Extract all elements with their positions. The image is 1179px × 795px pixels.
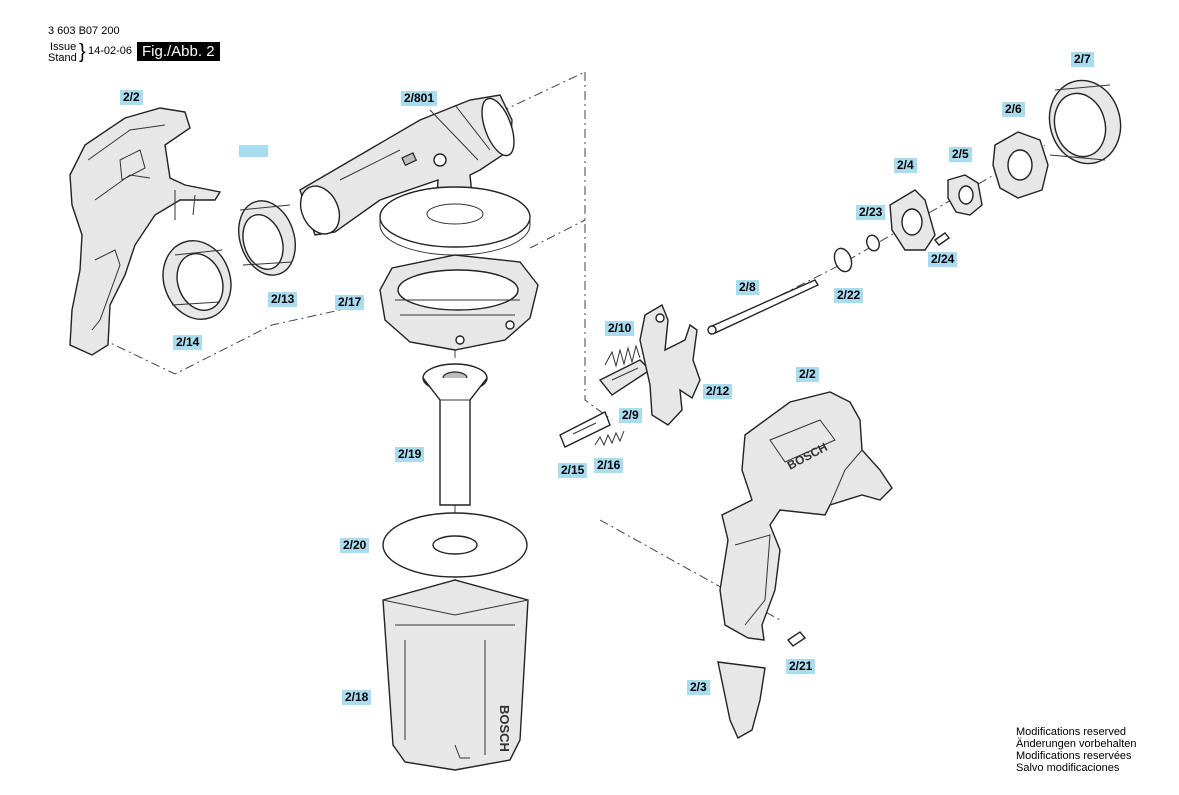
air-cap-plate bbox=[889, 189, 936, 251]
callout-2-3[interactable]: 2/3 bbox=[687, 680, 710, 695]
air-cap bbox=[992, 131, 1049, 199]
ring-part-13 bbox=[238, 200, 296, 276]
notice-fr: Modifications reservées bbox=[1016, 750, 1132, 762]
handle-right-half bbox=[719, 391, 893, 641]
callout-2-12[interactable]: 2/12 bbox=[703, 384, 733, 399]
callout-2-21[interactable]: 2/21 bbox=[786, 659, 816, 674]
callout-2-15[interactable]: 2/15 bbox=[558, 463, 588, 478]
gasket-disc bbox=[382, 512, 528, 578]
stand-label: Stand bbox=[48, 52, 77, 64]
trigger bbox=[639, 303, 701, 426]
callout-2-17[interactable]: 2/17 bbox=[335, 295, 365, 310]
callout-2-6[interactable]: 2/6 bbox=[1002, 102, 1025, 117]
trigger-spring bbox=[604, 344, 641, 368]
union-nut bbox=[1048, 79, 1122, 165]
figure-title: Fig./Abb. 2 bbox=[137, 42, 220, 61]
callout-2-19[interactable]: 2/19 bbox=[395, 447, 425, 462]
callout-2-4[interactable]: 2/4 bbox=[894, 158, 917, 173]
small-spring bbox=[594, 430, 625, 447]
handle-left-half bbox=[69, 107, 222, 356]
callout-2-5[interactable]: 2/5 bbox=[949, 147, 972, 162]
notice-en: Modifications reserved bbox=[1016, 726, 1127, 738]
nozzle-tip bbox=[947, 174, 983, 216]
callout-2-7[interactable]: 2/7 bbox=[1071, 52, 1094, 67]
callout-2-2-left[interactable]: 2/2 bbox=[120, 90, 143, 105]
ring-part-14 bbox=[162, 240, 232, 320]
grip-cover bbox=[717, 661, 766, 739]
callout-2-16[interactable]: 2/16 bbox=[594, 458, 624, 473]
suction-tube bbox=[422, 363, 488, 506]
coupling-ring bbox=[379, 254, 539, 351]
container-brand-mark: BOSCH bbox=[497, 705, 512, 752]
o-ring-22 bbox=[833, 247, 853, 273]
doc-number: 3 603 B07 200 bbox=[48, 25, 120, 37]
notice-de: Änderungen vorbehalten bbox=[1016, 738, 1137, 750]
callout-2-24[interactable]: 2/24 bbox=[928, 252, 958, 267]
slider-part bbox=[598, 359, 652, 396]
issue-label: Issue bbox=[50, 41, 77, 53]
notice-es: Salvo modificaciones bbox=[1016, 762, 1120, 774]
screw-21 bbox=[786, 631, 807, 647]
issue-date: 14-02-06 bbox=[88, 45, 133, 57]
callout-2-18[interactable]: 2/18 bbox=[342, 690, 372, 705]
paint-container bbox=[382, 579, 529, 771]
needle-rod bbox=[707, 279, 820, 335]
callout-2-20[interactable]: 2/20 bbox=[340, 538, 370, 553]
modifications-notice: Modifications reserved Änderungen vorbeh… bbox=[1016, 726, 1136, 774]
empty-callout-box bbox=[239, 145, 268, 157]
screw-24 bbox=[933, 232, 951, 246]
lock-plate bbox=[559, 411, 611, 448]
callout-2-10[interactable]: 2/10 bbox=[605, 321, 635, 336]
o-ring-23 bbox=[866, 234, 880, 252]
callout-2-22[interactable]: 2/22 bbox=[834, 288, 864, 303]
callout-2-801[interactable]: 2/801 bbox=[401, 91, 438, 106]
header-brace: } bbox=[79, 41, 86, 63]
callout-2-9[interactable]: 2/9 bbox=[619, 408, 642, 423]
callout-2-13[interactable]: 2/13 bbox=[268, 292, 298, 307]
callout-2-2-right[interactable]: 2/2 bbox=[796, 367, 819, 382]
callout-2-8[interactable]: 2/8 bbox=[736, 280, 759, 295]
collar-plate bbox=[379, 186, 531, 256]
callout-2-23[interactable]: 2/23 bbox=[856, 205, 886, 220]
callout-2-14[interactable]: 2/14 bbox=[173, 335, 203, 350]
